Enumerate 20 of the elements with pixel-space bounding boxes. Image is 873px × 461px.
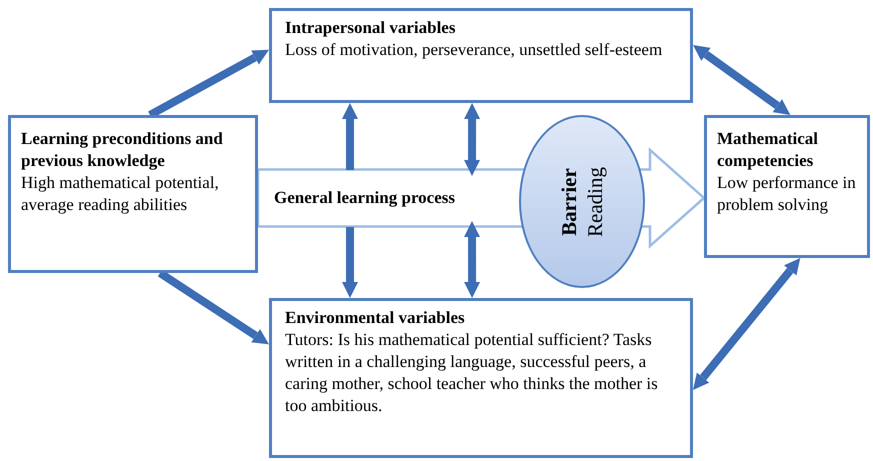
box-heading: Learning preconditions and previous knowledge — [21, 128, 224, 172]
box-heading: Environmental variables — [285, 307, 466, 329]
variable-box — [269, 8, 693, 103]
box-heading: Mathematical competencies — [717, 128, 820, 172]
box-text: Loss of motivation, perseverance, unsettled self-esteem — [285, 39, 664, 61]
barrier-heading: Barrier — [556, 168, 582, 236]
box-text: High mathematical potential, average reading abilities — [21, 172, 220, 216]
box-heading: Intrapersonal variables — [285, 17, 456, 39]
variable-box — [704, 115, 870, 258]
arrow — [464, 221, 480, 298]
arrow — [342, 103, 358, 170]
arrow — [464, 103, 480, 176]
arrow — [342, 227, 358, 298]
arrow — [693, 258, 800, 390]
barrier-text: Reading — [582, 166, 608, 236]
variable-box — [8, 115, 258, 273]
arrow — [693, 45, 790, 115]
variable-box — [269, 298, 693, 458]
box-text: Tutors: Is his mathematical potential sufficient? Tasks written in a challenging language, successful peers, a caring mother, school teacher who thinks the mother is too ambitious. — [285, 329, 659, 417]
box-text: Low performance in problem solving — [717, 172, 857, 216]
